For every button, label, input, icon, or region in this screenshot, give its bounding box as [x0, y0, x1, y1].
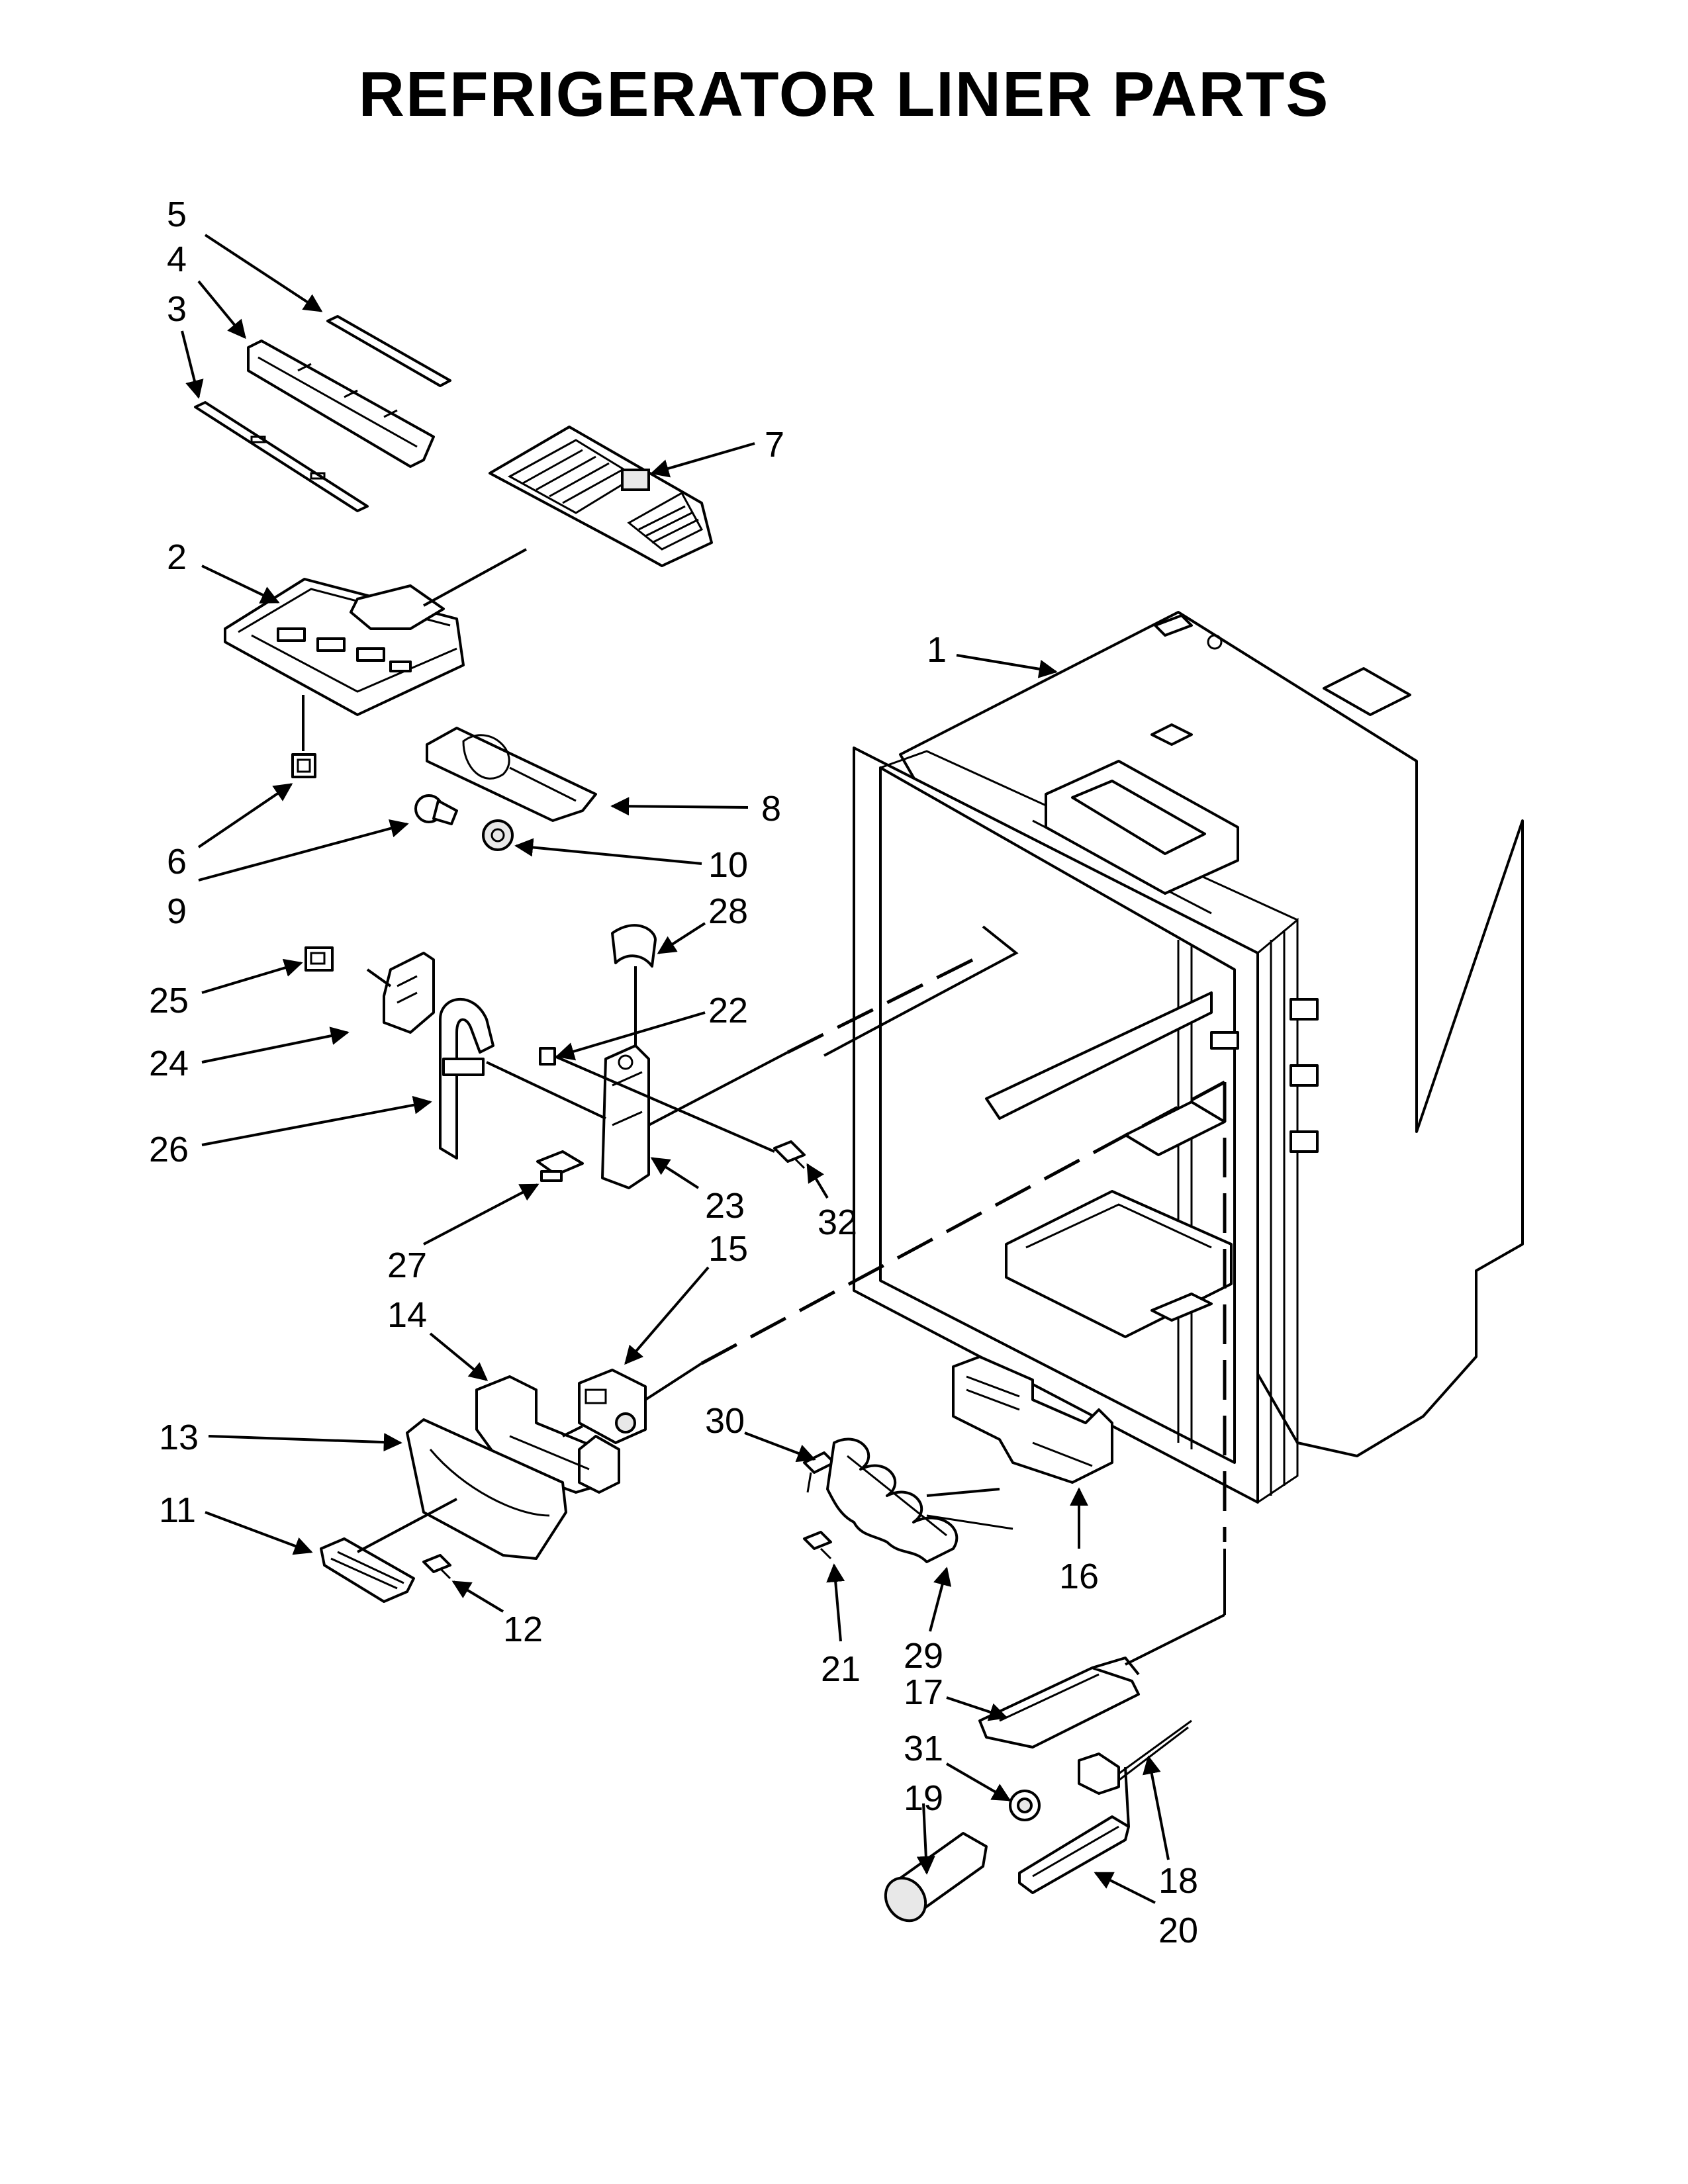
callout-1: 1	[927, 630, 947, 670]
part-29-heater	[826, 1437, 1013, 1563]
part-26-water-tube	[439, 998, 494, 1160]
callout-31: 31	[904, 1729, 943, 1768]
explode-lines	[302, 548, 1227, 1827]
callout-6: 6	[167, 842, 187, 882]
callout-7: 7	[765, 425, 784, 465]
part-17-filter-bracket	[978, 1657, 1140, 1749]
callout-27: 27	[387, 1246, 427, 1285]
part-5-panel	[326, 315, 451, 387]
part-27-bracket	[536, 1150, 584, 1182]
leader-lines	[181, 234, 1170, 1904]
callout-13: 13	[159, 1418, 199, 1457]
callout-28: 28	[708, 891, 748, 931]
callout-16: 16	[1059, 1557, 1099, 1596]
callout-10: 10	[708, 845, 748, 885]
part-16-bracket	[952, 1355, 1113, 1484]
part-7-diffuser	[489, 426, 713, 567]
part-1-liner	[853, 611, 1524, 1504]
part-25-switch	[305, 946, 334, 972]
callout-11: 11	[159, 1490, 196, 1530]
callout-2: 2	[167, 537, 187, 577]
callout-4: 4	[167, 240, 187, 279]
callout-30: 30	[705, 1401, 745, 1441]
part-15-valve	[578, 1369, 647, 1444]
part-4-control-bracket	[247, 340, 435, 468]
part-23-dispenser-cover	[601, 1044, 650, 1189]
callout-19: 19	[904, 1778, 943, 1818]
part-22-clip	[539, 1047, 556, 1066]
callout-8: 8	[761, 789, 781, 829]
part-24-bracket	[383, 952, 435, 1034]
part-13-bezel	[406, 1418, 567, 1560]
diagram-title: REFRIGERATOR LINER PARTS	[358, 59, 1330, 130]
part-8-light-housing	[426, 727, 597, 822]
part-11-drip-tray	[320, 1537, 415, 1603]
callout-23: 23	[705, 1186, 745, 1226]
part-19-filter	[884, 1832, 988, 1923]
part-3-label-strip	[194, 401, 369, 512]
part-28-cover	[611, 924, 657, 968]
part-2-control-housing	[224, 578, 465, 716]
part-6-switch	[291, 753, 316, 778]
callout-29: 29	[904, 1636, 943, 1676]
part-31-cap	[1009, 1790, 1041, 1821]
callout-24: 24	[149, 1044, 189, 1083]
callout-21: 21	[821, 1649, 861, 1689]
part-12-screw	[422, 1554, 451, 1580]
callout-15: 15	[708, 1229, 748, 1269]
part-18-filter-head	[1078, 1719, 1192, 1795]
part-32-screw	[773, 1140, 806, 1169]
callout-32: 32	[818, 1203, 857, 1242]
callout-17: 17	[904, 1672, 943, 1712]
callout-5: 5	[167, 195, 187, 234]
part-20-filter-door	[1018, 1815, 1130, 1894]
callout-14: 14	[387, 1295, 427, 1335]
part-21-screw	[803, 1531, 832, 1560]
callout-3: 3	[167, 289, 187, 329]
callout-26: 26	[149, 1130, 189, 1169]
callout-9: 9	[167, 891, 187, 931]
callout-20: 20	[1158, 1911, 1198, 1950]
part-10-socket	[482, 819, 514, 851]
callout-labels: 5 4 3 7 2 1 8 6 10 9 28 25 22 24 26 23 3…	[149, 195, 1198, 1950]
callout-25: 25	[149, 981, 189, 1021]
callout-22: 22	[708, 991, 748, 1030]
callout-12: 12	[503, 1610, 543, 1649]
callout-18: 18	[1158, 1861, 1198, 1901]
part-9-bulb	[414, 794, 458, 825]
